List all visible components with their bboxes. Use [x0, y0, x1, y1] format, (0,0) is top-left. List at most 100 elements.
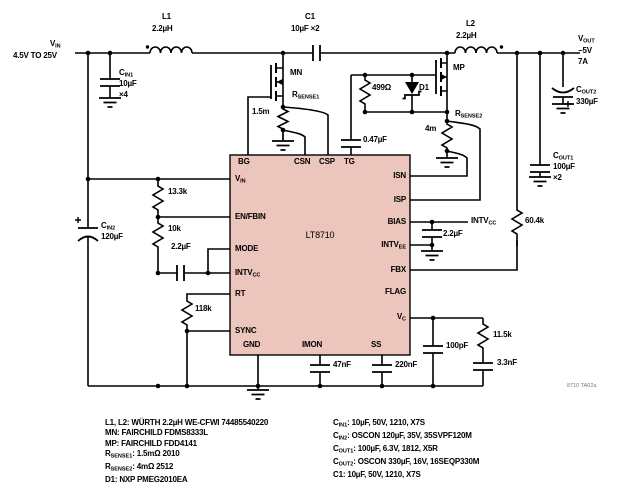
- r499-label: 499Ω: [372, 83, 391, 92]
- cap-c1: [312, 45, 321, 61]
- pin-ss: SS: [371, 340, 382, 349]
- c100p-label: 100pF: [446, 341, 469, 350]
- resistor-118k: [180, 299, 194, 331]
- l1-name: L1: [162, 12, 171, 21]
- r133k-label: 13.3k: [168, 187, 188, 196]
- note-line: COUT2: OSCON 330µF, 16V, 16SEQP330M: [333, 456, 480, 468]
- intvcc-net-label: INTVCC: [471, 216, 497, 227]
- ground-symbols: [99, 97, 574, 400]
- note-line: COUT1: 100µF, 6.3V, 1812, X5R: [333, 443, 438, 455]
- rsense1-name: RSENSE1: [292, 90, 320, 101]
- capacitors: [77, 45, 575, 373]
- pin-sync: SYNC: [235, 326, 257, 335]
- note-line: MN: FAIRCHILD FDMS8333L: [105, 428, 208, 438]
- ic-rect: [229, 154, 411, 356]
- l1-inductor: [149, 46, 193, 54]
- note-line: L1, L2: WÜRTH 2.2µH WE-CFWI 74485540220: [105, 418, 269, 427]
- note-line: RSENSE2: 4mΩ 2512: [105, 462, 174, 473]
- pin-bg: BG: [238, 157, 250, 166]
- inductors: [149, 46, 498, 54]
- pin-intvee: INTVEE: [381, 240, 406, 251]
- r115k-label: 11.5k: [493, 330, 512, 339]
- cap-22b: [422, 229, 442, 238]
- mp-arrow: [441, 74, 447, 80]
- r604k-label: 60.4k: [525, 216, 545, 225]
- vin-terminal-label: VIN: [50, 39, 61, 50]
- c33n-label: 3.3nF: [497, 358, 517, 367]
- note-line: D1: NXP PMEG2010EA: [105, 475, 188, 485]
- c22a-label: 2.2µF: [171, 242, 191, 251]
- resistor-10k: [151, 217, 165, 273]
- pin-rt: RT: [235, 289, 246, 298]
- pin-flag: FLAG: [385, 287, 406, 296]
- mn-mosfet: [270, 63, 283, 101]
- ground-gnd-pin: [247, 389, 269, 400]
- note-line: CIN2: OSCON 120µF, 35V, 35SVPF120M: [333, 430, 472, 442]
- c47n-label: 47nF: [333, 360, 351, 369]
- pin-enfbin: EN/FBIN: [235, 212, 266, 221]
- note-line: C1: 10µF, 50V, 1210, X7S: [333, 469, 421, 479]
- ground-cout1: [529, 176, 551, 187]
- wires: [75, 52, 580, 390]
- cap-220n: [372, 364, 392, 373]
- l2-phase-dot: [499, 45, 504, 49]
- c1-value: 10µF ×2: [291, 24, 320, 33]
- cout1-value: 100µF: [553, 162, 575, 171]
- l2-name: L2: [466, 19, 475, 28]
- resistor-115k: [476, 318, 490, 363]
- cout1-qty: ×2: [553, 173, 562, 182]
- pin-bias: BIAS: [387, 217, 407, 226]
- ic-part-number: LT8710: [305, 230, 335, 240]
- cin1-value: 10µF: [119, 79, 137, 88]
- note-line: RSENSE1: 1.5mΩ 2010: [105, 449, 180, 460]
- cin2-name: CIN2: [101, 221, 116, 232]
- ground-rsense1: [272, 130, 294, 151]
- vout-voltage: −5V: [578, 46, 592, 55]
- c1-name: C1: [305, 12, 315, 21]
- l1-phase-dot: [145, 45, 150, 49]
- l2-inductor: [454, 46, 498, 54]
- vout-terminal-label: VOUT: [578, 34, 595, 45]
- pin-tg: TG: [344, 157, 355, 166]
- cout1-name: COUT1: [553, 151, 574, 162]
- diode-triangle: [405, 82, 419, 94]
- l1-value: 2.2µH: [152, 24, 173, 33]
- resistor-499: [358, 75, 372, 112]
- cin2-plus: [75, 217, 81, 223]
- cap-cin1: [100, 78, 120, 87]
- note-line: CIN1: 10µF, 50V, 1210, X7S: [333, 418, 425, 429]
- resistor-rsense1: [276, 107, 290, 130]
- resistor-rsense2: [440, 121, 454, 151]
- figure-watermark: 8710 TA02a: [567, 383, 597, 389]
- cap-cout2: [551, 87, 575, 98]
- ground-cin1: [99, 97, 121, 108]
- cap-047: [341, 139, 361, 148]
- cap-100p: [423, 345, 443, 354]
- rsense2-name: RSENSE2: [455, 109, 483, 120]
- r118k-label: 118k: [195, 304, 212, 313]
- resistor-604k: [510, 53, 524, 246]
- pin-gnd: GND: [243, 340, 261, 349]
- rsense2-value: 4m: [425, 124, 437, 133]
- rsense1-value: 1.5m: [252, 107, 270, 116]
- ground-intvee: [421, 250, 443, 261]
- cin2-value: 120µF: [101, 232, 123, 241]
- ground-cout2: [552, 103, 574, 114]
- c22b-label: 2.2µF: [443, 229, 463, 238]
- mn-arrow: [276, 79, 283, 85]
- ground-rsense2: [436, 157, 458, 168]
- r10k-label: 10k: [168, 224, 181, 233]
- pin-vin: VIN: [235, 174, 246, 185]
- cin1-qty: ×4: [119, 90, 128, 99]
- vout-current: 7A: [578, 57, 588, 66]
- vin-range-label: 4.5V TO 25V: [13, 51, 57, 60]
- junction-dots: [85, 45, 566, 389]
- schottky-bar: [402, 90, 422, 100]
- mn-label: MN: [290, 68, 303, 77]
- d1-schottky-diode: [402, 82, 422, 100]
- pin-imon: IMON: [302, 340, 323, 349]
- ic-body: [229, 154, 411, 356]
